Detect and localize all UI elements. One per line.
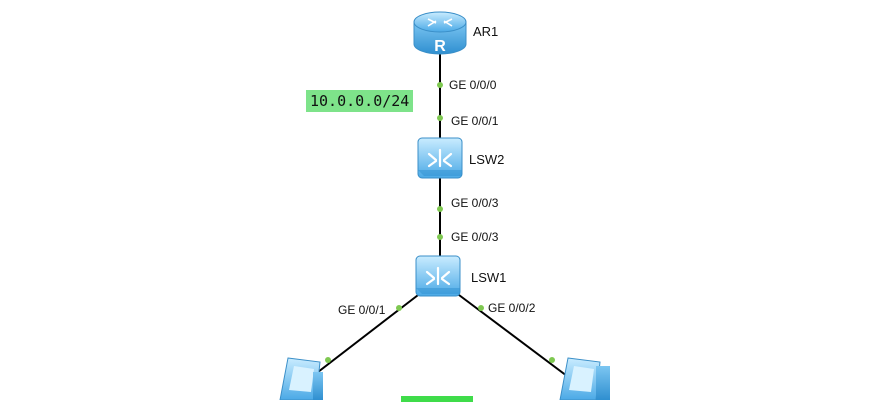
switch-icon[interactable] [415, 255, 461, 297]
switch-top-name: LSW2 [469, 152, 504, 167]
port-dot[interactable] [478, 305, 484, 311]
port-label: GE 0/0/3 [451, 196, 499, 210]
port-label: GE 0/0/1 [451, 114, 499, 128]
subnet-label: 10.0.0.0/24 [306, 90, 414, 112]
pc-icon[interactable] [279, 357, 323, 400]
switch-bottom-name: LSW1 [471, 270, 506, 285]
port-label: GE 0/0/2 [488, 301, 536, 315]
router-name: AR1 [473, 24, 498, 39]
port-label: GE 0/0/1 [338, 303, 386, 317]
port-label: GE 0/0/0 [449, 78, 497, 92]
pc-icon[interactable] [559, 357, 610, 400]
switch-icon[interactable] [417, 137, 463, 179]
subnet-label-bar [401, 396, 473, 402]
port-dot[interactable] [437, 115, 443, 121]
router-letter: R [434, 38, 446, 55]
link-lsw1-pc-right [454, 291, 576, 383]
port-dot[interactable] [437, 206, 443, 212]
port-dot[interactable] [325, 357, 331, 363]
port-dot[interactable] [437, 82, 443, 88]
router-icon[interactable]: R [413, 11, 467, 55]
link-lsw1-pc-left [304, 291, 423, 383]
port-dot[interactable] [437, 234, 443, 240]
port-label: GE 0/0/3 [451, 230, 499, 244]
port-dot[interactable] [396, 305, 402, 311]
port-dot[interactable] [549, 357, 555, 363]
